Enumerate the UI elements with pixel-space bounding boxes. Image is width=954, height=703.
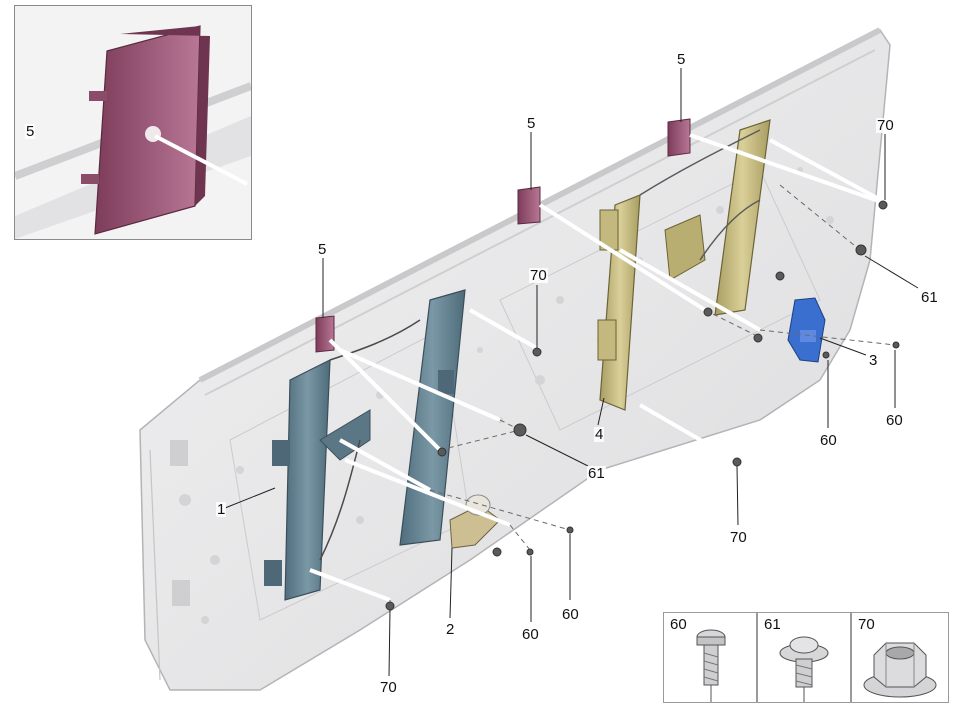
callout-4: 4 [594, 426, 605, 443]
callout-70-middle: 70 [529, 267, 548, 284]
exploded-dash-lines [389, 184, 896, 606]
fastener-legend: 60 61 70 [663, 612, 949, 703]
callout-2: 2 [445, 621, 456, 638]
callout-60-c: 60 [561, 606, 580, 623]
callout-60-d: 60 [521, 626, 540, 643]
flange-nut-icon [863, 642, 937, 698]
washer-bolt-icon [779, 636, 829, 702]
callout-5-right: 5 [676, 51, 687, 68]
damper-pad-detail [15, 25, 251, 239]
callout-70-bottom: 70 [379, 679, 398, 696]
inset-detail-box: 5 [14, 5, 252, 240]
legend-cell-61: 61 [757, 612, 851, 703]
callout-5-inset: 5 [25, 123, 36, 140]
callout-61-right: 61 [920, 289, 939, 306]
callout-5-left: 5 [317, 241, 328, 258]
callout-70-right: 70 [729, 529, 748, 546]
callout-60-b: 60 [885, 412, 904, 429]
callout-3: 3 [868, 352, 879, 369]
damper-pads [315, 118, 691, 353]
right-window-regulator [597, 119, 771, 411]
callout-70-top-right: 70 [876, 117, 895, 134]
legend-label-70: 70 [858, 616, 875, 633]
exploded-lines [309, 133, 891, 602]
legend-label-60: 60 [670, 616, 687, 633]
fastener-markers [385, 200, 900, 611]
door-inner-panel [139, 27, 891, 691]
callout-1: 1 [216, 501, 227, 518]
legend-cell-70: 70 [851, 612, 949, 703]
callout-60-a: 60 [819, 432, 838, 449]
blue-module [787, 297, 826, 363]
legend-label-61: 61 [764, 616, 781, 633]
bolt-icon [696, 629, 726, 702]
legend-cell-60: 60 [663, 612, 757, 703]
callout-61-middle: 61 [587, 465, 606, 482]
callout-5-middle: 5 [526, 115, 537, 132]
